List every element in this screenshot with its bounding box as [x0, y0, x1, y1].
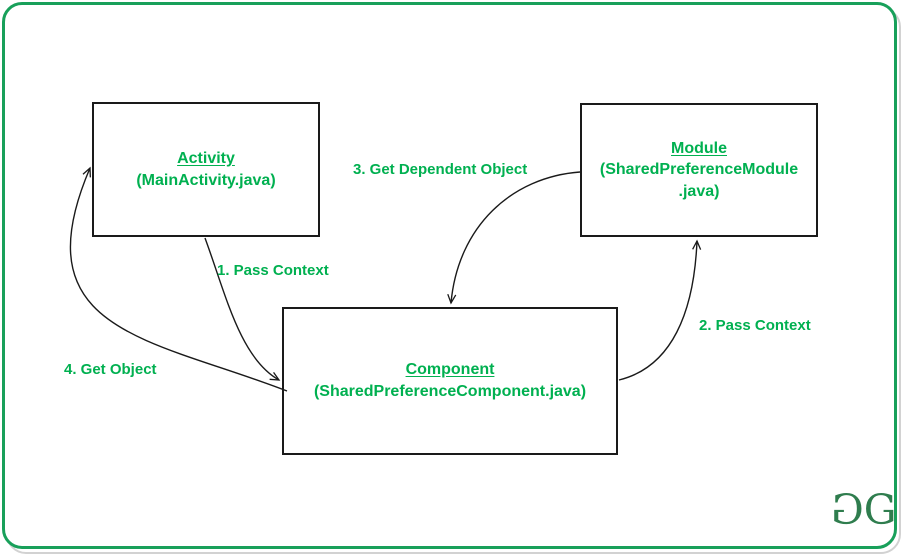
step2-label: 2. Pass Context: [699, 317, 811, 334]
logo-mirrored-g: G: [834, 486, 864, 534]
activity-box: Activity (MainActivity.java): [92, 102, 320, 237]
module-subtitle-line1: (SharedPreferenceModule: [599, 161, 799, 179]
activity-title: Activity: [177, 149, 235, 167]
geeksforgeeks-logo: GG: [834, 486, 897, 534]
activity-subtitle: (MainActivity.java): [136, 171, 276, 189]
module-subtitle-line2: .java): [678, 182, 720, 200]
component-title: Component: [405, 361, 495, 379]
module-title: Module: [671, 139, 727, 157]
step1-label: 1. Pass Context: [217, 262, 329, 279]
logo-g: G: [863, 486, 897, 534]
component-box: Component (SharedPreferenceComponent.jav…: [282, 307, 618, 455]
frame-border: [2, 2, 897, 549]
component-subtitle: (SharedPreferenceComponent.java): [313, 383, 587, 400]
module-box: Module (SharedPreferenceModule .java): [580, 103, 818, 237]
step3-label: 3. Get Dependent Object: [353, 161, 528, 178]
step4-label: 4. Get Object: [64, 361, 157, 378]
